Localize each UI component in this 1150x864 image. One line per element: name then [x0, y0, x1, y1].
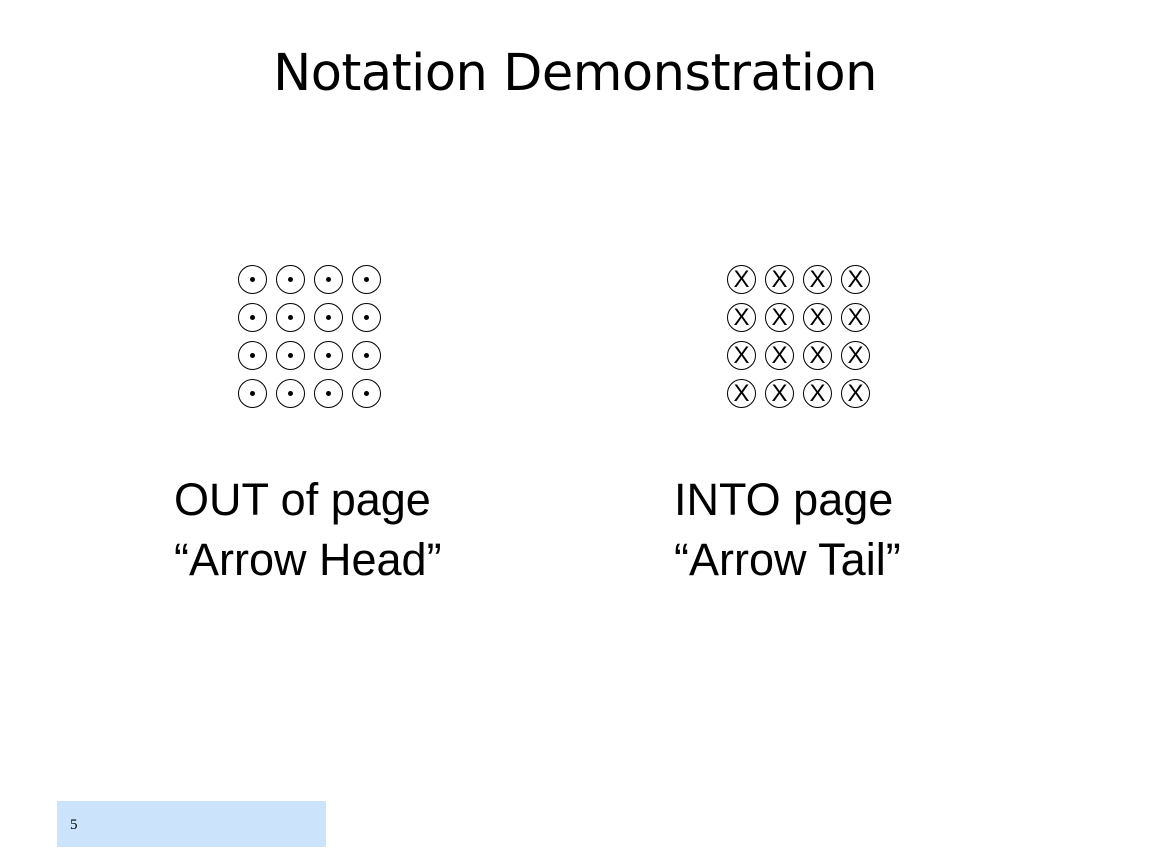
into-caption-line1: INTO page [674, 474, 894, 525]
dot-mark [326, 353, 331, 358]
dot-in-circle-icon [352, 379, 381, 408]
dot-mark [326, 315, 331, 320]
x-mark: X [733, 304, 750, 331]
x-mark: X [809, 304, 826, 331]
dot-in-circle-icon [238, 265, 267, 294]
dot-mark [326, 277, 331, 282]
dot-in-circle-icon [238, 341, 267, 370]
x-in-circle-icon: X [727, 379, 756, 408]
dot-in-circle-icon [314, 265, 343, 294]
dot-mark [288, 391, 293, 396]
x-in-circle-icon: X [803, 341, 832, 370]
x-in-circle-icon: X [841, 265, 870, 294]
x-in-circle-icon: X [727, 265, 756, 294]
x-mark: X [809, 342, 826, 369]
slide-number-footer: 5 [57, 801, 326, 847]
dot-mark [288, 277, 293, 282]
x-in-circle-icon: X [765, 379, 794, 408]
dot-mark [364, 353, 369, 358]
out-caption-line1: OUT of page [174, 474, 431, 525]
into-page-caption: INTO page “Arrow Tail” [674, 470, 901, 590]
x-in-circle-icon: X [803, 265, 832, 294]
dot-in-circle-icon [352, 303, 381, 332]
x-mark: X [771, 266, 788, 293]
x-mark: X [809, 266, 826, 293]
x-mark: X [847, 304, 864, 331]
dot-mark [364, 391, 369, 396]
dot-in-circle-icon [238, 303, 267, 332]
x-in-circle-icon: X [841, 341, 870, 370]
dot-mark [326, 391, 331, 396]
slide-number: 5 [70, 817, 78, 833]
x-mark: X [847, 266, 864, 293]
x-mark: X [771, 342, 788, 369]
dot-in-circle-icon [276, 265, 305, 294]
dot-mark [364, 277, 369, 282]
x-in-circle-icon: X [765, 265, 794, 294]
x-in-circle-icon: X [765, 341, 794, 370]
x-in-circle-icon: X [841, 379, 870, 408]
dot-in-circle-icon [352, 341, 381, 370]
x-in-circle-icon: X [727, 341, 756, 370]
dot-mark [250, 315, 255, 320]
dot-in-circle-icon [276, 379, 305, 408]
dot-mark [288, 353, 293, 358]
out-caption-line2: “Arrow Head” [174, 534, 442, 585]
dot-in-circle-icon [352, 265, 381, 294]
dot-mark [250, 277, 255, 282]
x-mark: X [733, 342, 750, 369]
x-in-circle-icon: X [803, 303, 832, 332]
dot-mark [364, 315, 369, 320]
dot-mark [250, 391, 255, 396]
dot-in-circle-icon [314, 379, 343, 408]
slide-title: Notation Demonstration [273, 44, 877, 103]
dot-mark [288, 315, 293, 320]
x-mark: X [847, 342, 864, 369]
x-mark: X [733, 380, 750, 407]
x-in-circle-icon: X [727, 303, 756, 332]
dot-in-circle-icon [276, 341, 305, 370]
out-of-page-caption: OUT of page “Arrow Head” [174, 470, 442, 590]
out-of-page-symbol-grid [238, 265, 383, 417]
dot-in-circle-icon [314, 303, 343, 332]
x-in-circle-icon: X [841, 303, 870, 332]
x-in-circle-icon: X [765, 303, 794, 332]
into-caption-line2: “Arrow Tail” [674, 534, 901, 585]
x-mark: X [847, 380, 864, 407]
dot-in-circle-icon [276, 303, 305, 332]
x-mark: X [733, 266, 750, 293]
x-mark: X [771, 304, 788, 331]
dot-in-circle-icon [314, 341, 343, 370]
x-mark: X [809, 380, 826, 407]
x-in-circle-icon: X [803, 379, 832, 408]
dot-mark [250, 353, 255, 358]
dot-in-circle-icon [238, 379, 267, 408]
x-mark: X [771, 380, 788, 407]
